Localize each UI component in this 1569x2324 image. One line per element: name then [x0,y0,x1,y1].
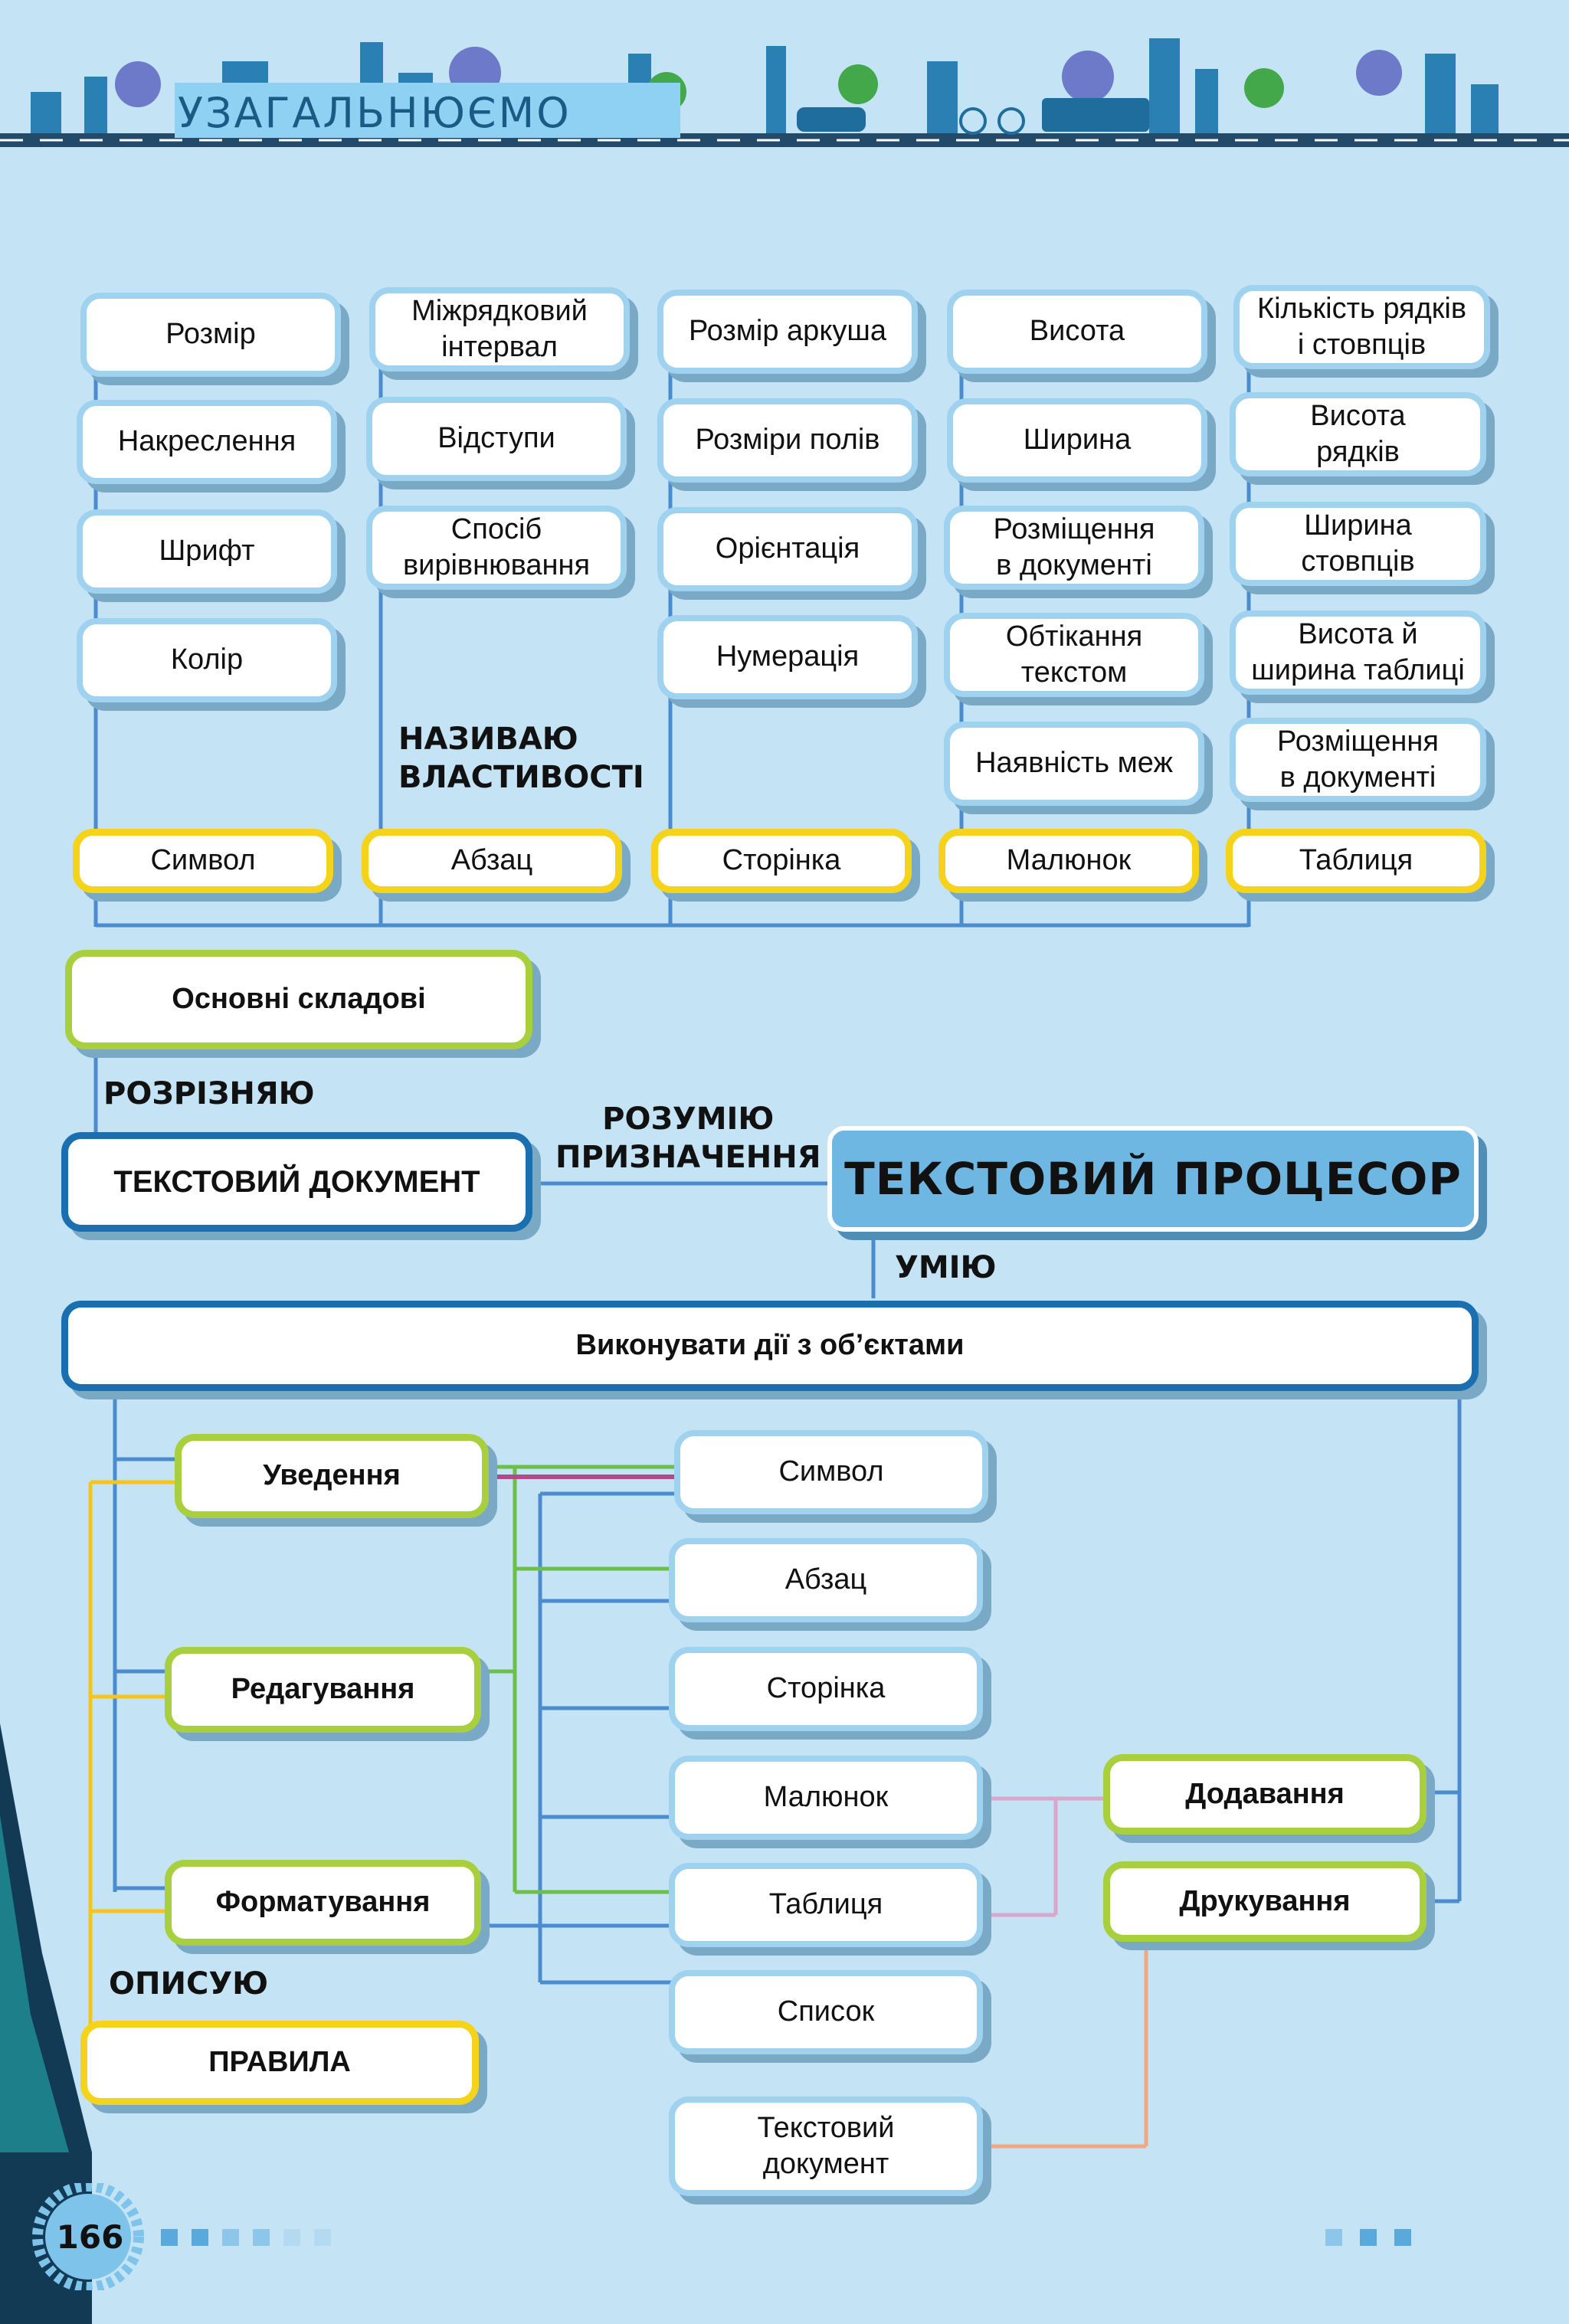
category-box: Символ [73,829,333,893]
object-box: Таблиця [669,1863,983,1947]
property-box: Міжрядковий інтервал [369,287,630,372]
object-box: Абзац [669,1538,983,1622]
category-box: Сторінка [651,829,912,893]
category-box: Абзац [362,829,622,893]
object-box: Текстовий документ [669,2097,983,2196]
property-box: Ширина [947,398,1207,483]
object-box: Сторінка [669,1647,983,1731]
object-box: Малюнок [669,1756,983,1840]
property-box: Колір [77,618,337,702]
section-title: УЗАГАЛЬНЮЄМО [178,88,572,137]
decor-squares [161,2229,331,2246]
property-box: Відступи [366,397,627,481]
property-box: Орієнтація [657,507,918,591]
text-processor-box: ТЕКСТОВИЙ ПРОЦЕСОР [827,1126,1479,1232]
label-can: УМІЮ [895,1250,997,1285]
property-box: Шрифт [77,509,337,594]
text-document-box: ТЕКСТОВИЙ ДОКУМЕНТ [61,1132,532,1232]
label-name-properties: НАЗИВАЮ ВЛАСТИВОСТІ [398,722,644,795]
main-components-box: Основні складові [65,950,532,1049]
object-box: Список [669,1970,983,2054]
property-box: Обтікання текстом [944,613,1204,697]
operation-box-adding: Додавання [1103,1754,1427,1835]
action-box-input: Уведення [175,1434,489,1518]
property-box: Ширина стовпців [1230,502,1486,586]
object-box: Символ [674,1430,988,1514]
property-box: Висота й ширина таблиці [1230,610,1486,695]
page-number-gear [32,2183,144,2290]
property-box: Розміщення в документі [944,506,1204,590]
property-box: Розміри полів [657,398,918,483]
label-describe: ОПИСУЮ [109,1966,269,2002]
category-box: Малюнок [938,829,1199,893]
city-banner [0,0,1569,153]
property-box: Спосіб вирівнювання [366,506,627,590]
decor-squares-right [1325,2229,1411,2246]
rules-box: ПРАВИЛА [80,2021,479,2105]
perform-actions-box: Виконувати дії з об’єктами [61,1301,1479,1391]
category-box: Таблиця [1226,829,1486,893]
property-box: Висота [947,290,1207,374]
property-box: Розмір аркуша [657,290,918,374]
property-box: Розмір [80,293,341,377]
operation-box-printing: Друкування [1103,1861,1427,1942]
left-ribbon-decoration [0,1723,92,2324]
property-box: Кількість рядків і стовпців [1233,285,1490,369]
label-purpose: РОЗУМІЮ ПРИЗНАЧЕННЯ [555,1101,821,1175]
property-box: Наявність меж [944,722,1204,806]
property-box: Накреслення [77,400,337,484]
property-box: Нумерація [657,615,918,699]
property-box: Розміщення в документі [1230,718,1486,802]
property-box: Висота рядків [1230,392,1486,476]
label-distinguish: РОЗРІЗНЯЮ [103,1076,315,1111]
action-box-formatting: Форматування [165,1860,481,1946]
action-box-editing: Редагування [165,1647,481,1733]
page-number: 166 [56,2218,124,2256]
